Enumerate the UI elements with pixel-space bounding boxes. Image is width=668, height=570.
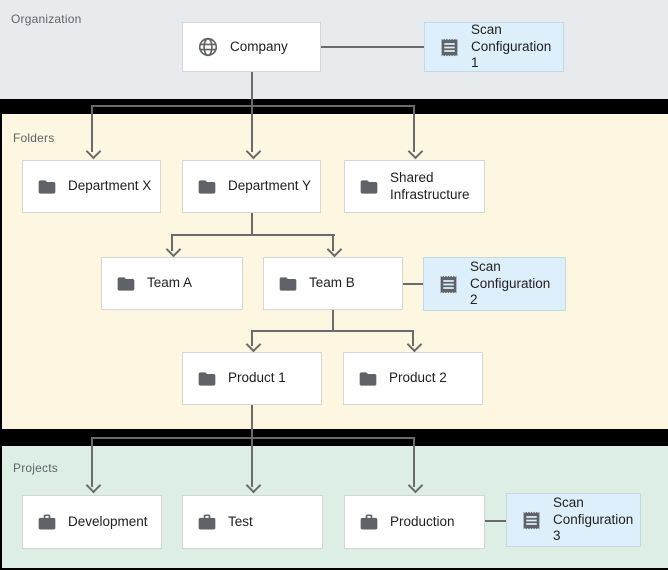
node-label: Team A: [147, 275, 193, 291]
node-production: Production: [344, 495, 485, 549]
connector-drop-development: [91, 437, 93, 487]
node-label: Scan Configuration 2: [470, 258, 551, 308]
node-scan-configuration-2: Scan Configuration 2: [423, 257, 566, 311]
node-shared-infrastructure: Shared Infrastructure: [344, 160, 485, 213]
node-label: Product 2: [389, 370, 447, 386]
connector-drop-test: [251, 437, 253, 487]
connector-branch-products: [251, 330, 414, 332]
folders-section-label: Folders: [13, 131, 55, 145]
node-label: Test: [228, 513, 253, 529]
node-label: Scan Configuration 1: [471, 21, 552, 71]
briefcase-icon: [359, 512, 379, 532]
node-scan-configuration-1: Scan Configuration 1: [424, 22, 564, 72]
folder-icon: [116, 274, 136, 294]
node-label: Company: [230, 38, 288, 54]
connector-company-scan1: [321, 46, 424, 48]
connector-drop-production: [413, 437, 415, 487]
organization-section-label: Organization: [11, 12, 82, 26]
folder-icon: [37, 177, 57, 197]
connector-depty-trunk: [251, 213, 253, 236]
node-test: Test: [182, 495, 323, 549]
connector-prod1-trunk: [251, 405, 253, 439]
node-label: Department X: [68, 178, 152, 194]
folder-icon: [358, 369, 378, 389]
folder-icon: [197, 177, 217, 197]
folder-icon: [359, 177, 379, 197]
connector-teamb-trunk: [332, 310, 334, 332]
connector-drop-prod2: [412, 330, 414, 346]
node-label: Department Y: [228, 178, 312, 194]
receipt-icon: [521, 510, 542, 531]
receipt-icon: [439, 37, 460, 58]
briefcase-icon: [197, 512, 217, 532]
connector-teamb-scan2: [403, 283, 423, 285]
node-label: Scan Configuration 3: [553, 494, 634, 544]
node-department-y: Department Y: [182, 160, 321, 213]
connector-company-trunk: [251, 72, 253, 106]
connector-production-scan3: [485, 520, 506, 522]
node-company: Company: [182, 22, 321, 72]
node-label: Production: [390, 513, 455, 529]
briefcase-icon: [37, 512, 57, 532]
connector-drop-teamb: [332, 234, 334, 251]
node-label: Shared Infrastructure: [390, 169, 470, 202]
connector-drop-shared: [413, 105, 415, 152]
receipt-icon: [438, 274, 459, 295]
connector-branch-departments: [91, 105, 415, 107]
globe-icon: [197, 36, 219, 58]
node-scan-configuration-3: Scan Configuration 3: [506, 493, 641, 547]
connector-branch-projects: [91, 437, 415, 439]
node-label: Development: [68, 513, 148, 529]
node-team-b: Team B: [263, 257, 403, 310]
section-organization: Organization: [0, 0, 668, 99]
node-development: Development: [22, 495, 162, 549]
node-product-2: Product 2: [343, 352, 483, 405]
folder-icon: [278, 274, 298, 294]
connector-drop-deptx: [91, 105, 93, 152]
node-label: Team B: [309, 275, 355, 291]
node-product-1: Product 1: [182, 352, 322, 405]
folder-icon: [197, 369, 217, 389]
node-label: Product 1: [228, 370, 286, 386]
node-department-x: Department X: [22, 160, 161, 213]
node-team-a: Team A: [101, 257, 243, 310]
projects-section-label: Projects: [13, 461, 58, 475]
connector-drop-teama: [171, 234, 173, 251]
connector-drop-depty: [251, 105, 253, 152]
connector-drop-prod1: [251, 330, 253, 346]
connector-branch-teams: [171, 234, 335, 236]
